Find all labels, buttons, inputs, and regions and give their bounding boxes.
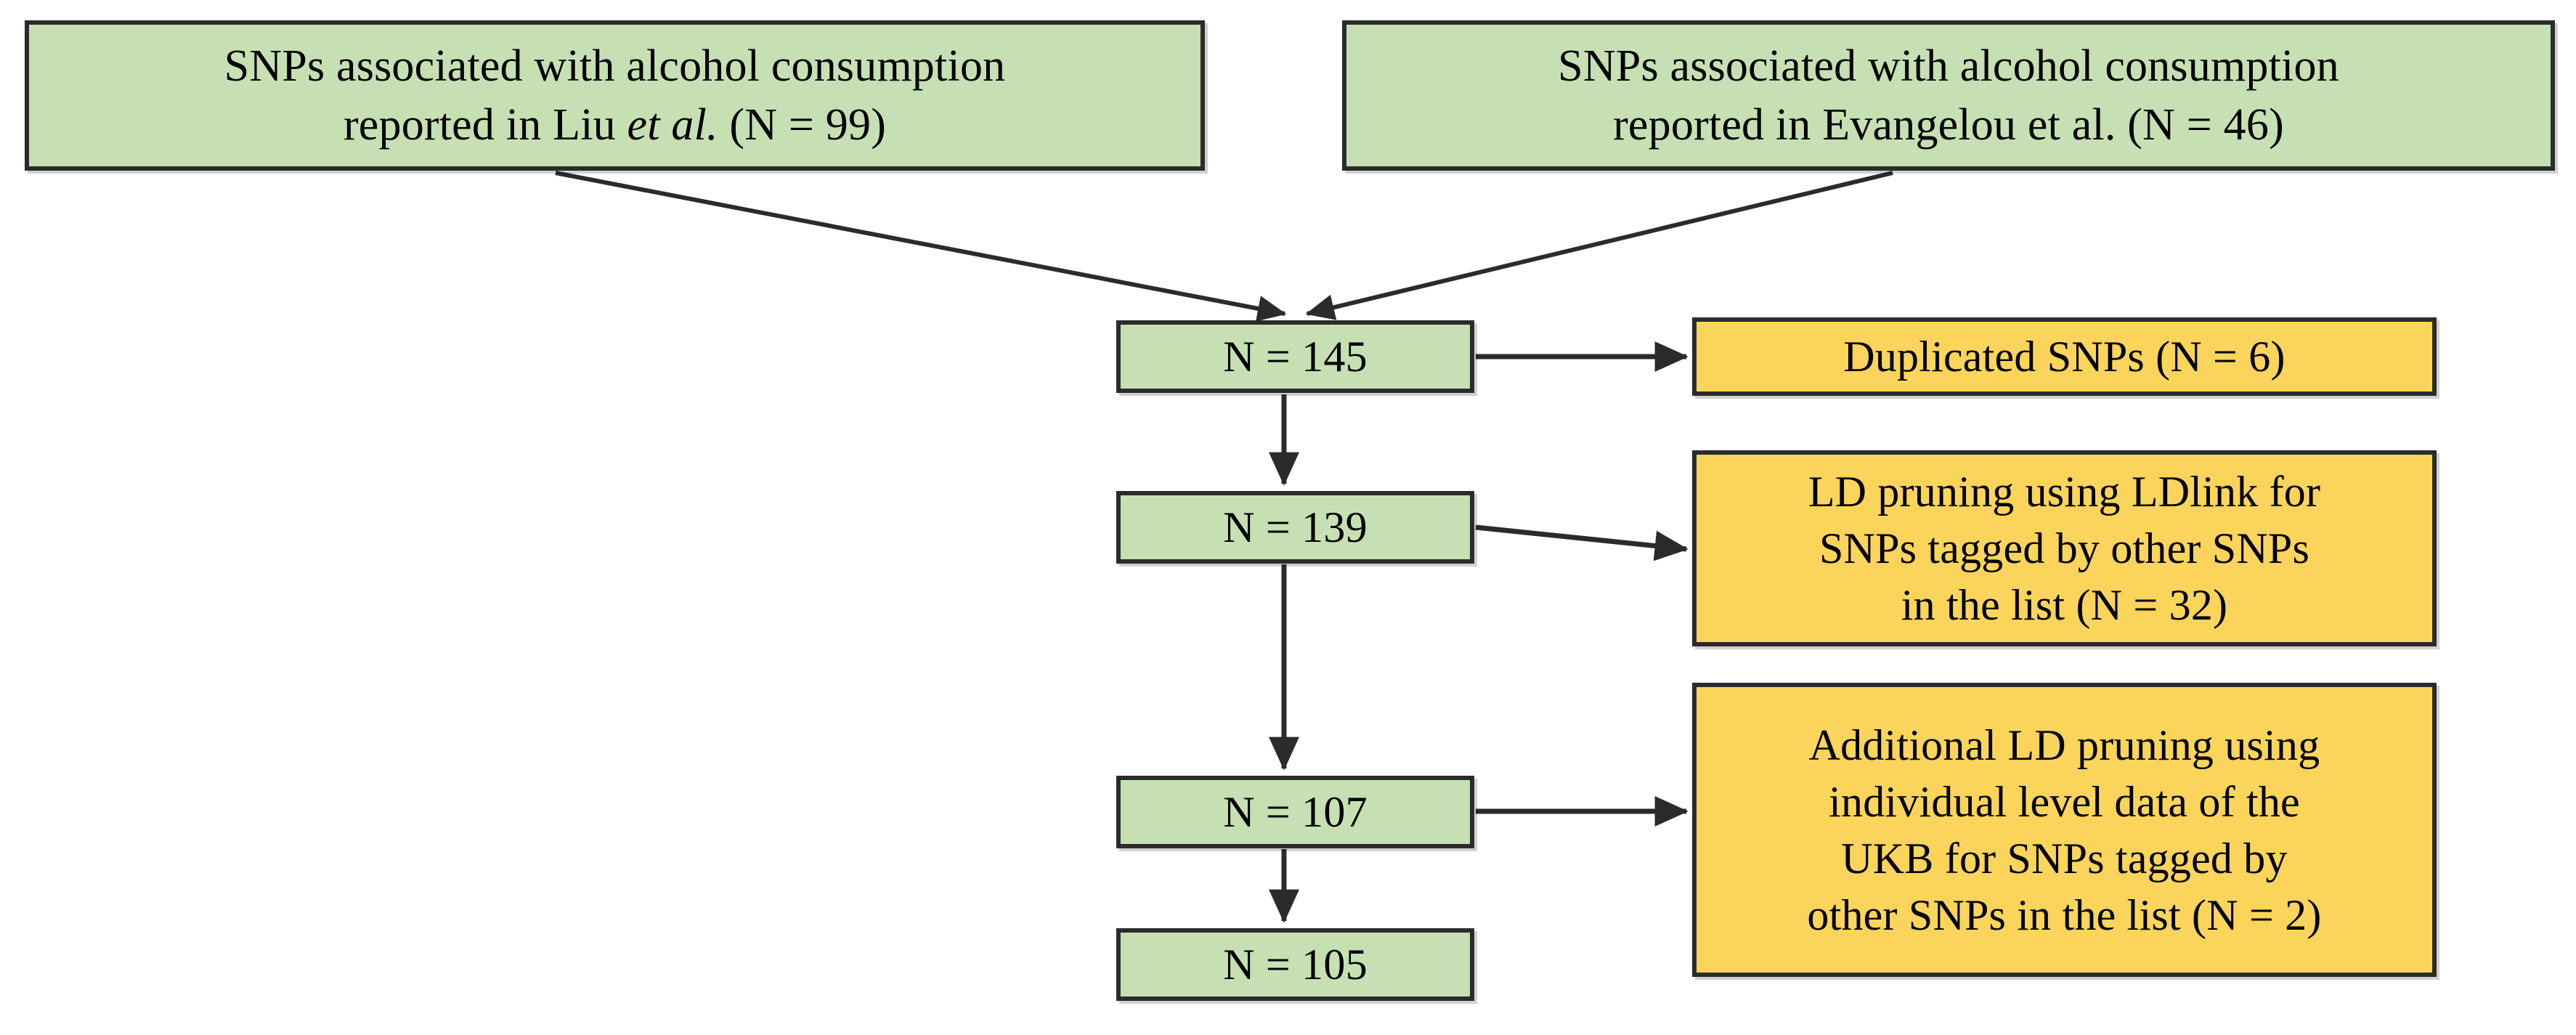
connector-139-to-ldlink bbox=[1475, 524, 1689, 561]
count-box-105-label: N = 105 bbox=[1223, 941, 1368, 989]
connector-evangelou-to-145 bbox=[1305, 171, 1893, 320]
connector-liu-to-145 bbox=[555, 171, 1287, 322]
count-box-107-label: N = 107 bbox=[1223, 788, 1368, 836]
source-box-evangelou: SNPs associated with alcohol consumption… bbox=[1342, 20, 2555, 171]
source-evangelou-line2-prefix: reported in Evangelou et al. (N = 46) bbox=[1613, 100, 2284, 150]
exclusion-box-ld-pruning-ldlink: LD pruning using LDlink for SNPs tagged … bbox=[1692, 450, 2437, 646]
exclusion-box-additional-ld-pruning-ukb: Additional LD pruning using individual l… bbox=[1692, 683, 2437, 977]
source-liu-line2-prefix: reported in Liu bbox=[343, 100, 627, 150]
source-box-evangelou-label: SNPs associated with alcohol consumption… bbox=[1545, 37, 2352, 154]
count-box-107: N = 107 bbox=[1116, 776, 1474, 848]
count-box-105: N = 105 bbox=[1116, 928, 1474, 1001]
exclusion-box-duplicated-snps: Duplicated SNPs (N = 6) bbox=[1692, 317, 2437, 396]
count-box-145: N = 145 bbox=[1116, 320, 1474, 393]
source-box-liu: SNPs associated with alcohol consumption… bbox=[25, 20, 1205, 171]
source-liu-line1: SNPs associated with alcohol consumption bbox=[224, 41, 1006, 91]
exclusion-box-ld-pruning-ldlink-label: LD pruning using LDlink for SNPs tagged … bbox=[1808, 468, 2321, 629]
source-box-liu-label: SNPs associated with alcohol consumption… bbox=[211, 37, 1019, 154]
source-liu-line2-suffix: (N = 99) bbox=[718, 100, 887, 150]
source-liu-line2-italic: et al. bbox=[627, 100, 718, 150]
source-evangelou-line1: SNPs associated with alcohol consumption bbox=[1558, 41, 2339, 91]
exclusion-box-additional-ld-pruning-ukb-label: Additional LD pruning using individual l… bbox=[1807, 721, 2322, 939]
exclusion-box-duplicated-snps-label: Duplicated SNPs (N = 6) bbox=[1843, 333, 2286, 381]
count-box-145-label: N = 145 bbox=[1223, 333, 1368, 381]
count-box-139-label: N = 139 bbox=[1223, 503, 1368, 551]
count-box-139: N = 139 bbox=[1116, 491, 1474, 564]
